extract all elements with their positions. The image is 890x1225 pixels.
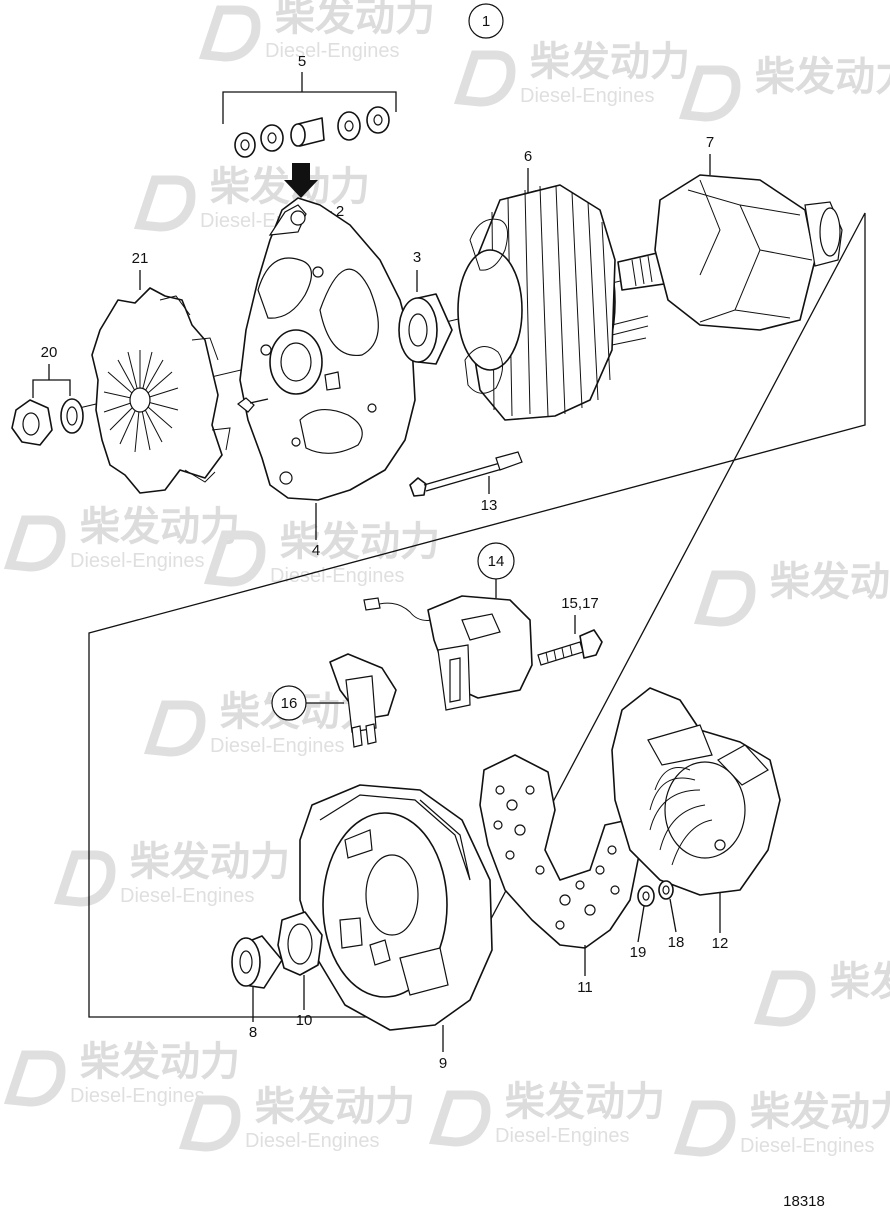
callout-19-label: 19 [630,944,647,961]
small-screw [237,397,269,413]
part-9-slip-ring-end-shield: 9 [299,784,493,1072]
watermark-brand-en: Diesel-Engines [245,1130,380,1152]
part-19-washer: 19 [630,885,655,961]
part-13-through-bolt: 13 [409,451,523,514]
watermark-brand-cn: 柴发动力 [280,519,440,565]
part-10-clamp-ring: 10 [277,911,323,1029]
figure-number: 18318 [783,1193,825,1210]
part-20-nut-washer: 20 [11,344,84,446]
watermark-brand-cn: 柴发动力 [750,1089,890,1135]
watermark-logo: 柴发动力 Diesel-Engines [203,519,440,587]
callout-21-label: 21 [132,250,149,267]
watermark-brand-en: Diesel-Engines [740,1135,875,1157]
watermark-brand-cn: 柴发动力 [80,504,240,550]
part-12-cover: 12 [611,687,781,952]
callout-7-label: 7 [706,134,714,151]
watermark-brand-en: Diesel-Engines [210,735,345,757]
part-2-drive-end-shield: 2 4 [239,197,416,559]
callout-4-label: 4 [312,542,320,559]
watermark-logo: 柴发动力 Diesel-Engines [453,39,690,107]
watermark-logo: 柴发动力 Diesel-Engines [143,689,380,757]
callout-3-label: 3 [413,249,421,266]
callout-5-label: 5 [298,53,306,70]
callout-2-label: 2 [336,203,344,220]
callout-20-label: 20 [41,344,58,361]
watermark-logo: 柴发动力 Diesel-Engines [428,1079,665,1147]
watermark-brand-cn: 柴发动力 [505,1079,665,1125]
part-3-ball-bearing: 3 [398,249,453,365]
watermark-brand-cn: 柴发动力 [755,54,890,100]
watermark-brand-cn: 柴发动力 [255,1084,415,1130]
part-18-washer: 18 [658,880,685,951]
watermark-logo: 柴发动力 Diesel-Engines [673,1089,890,1157]
watermark-brand-cn: 柴发动力 [80,1039,240,1085]
watermark-brand-en: Diesel-Engines [520,85,655,107]
watermark-brand-cn: 柴发动力 [210,164,370,210]
watermark-brand-cn: 柴发动力 [830,959,890,1005]
watermark-logo: 柴发动力 Diesel-Engines [178,1084,415,1152]
callout-1: 1 [468,3,504,39]
callout-16-label: 16 [281,695,298,712]
callout-6-label: 6 [524,148,532,165]
watermark-logo: 柴发动力 Diesel-Engines [3,1039,240,1107]
watermark-brand-en: Diesel-Engines [265,40,400,62]
callout-10-label: 10 [296,1012,313,1029]
part-6-stator: 6 [457,148,649,421]
part-21-fan: 21 [91,250,231,494]
watermark-brand-en: Diesel-Engines [70,550,205,572]
watermark-logo: 柴发动力 [753,959,890,1027]
callout-12-label: 12 [712,935,729,952]
watermark-logo: 柴发动力 Diesel-Engines [198,0,435,62]
part-8-ball-bearing: 8 [231,935,283,1041]
callout-8-label: 8 [249,1024,257,1041]
insert-arrow-icon [284,163,318,198]
callout-15-17-label: 15,17 [561,595,599,612]
callout-1-label: 1 [482,13,490,30]
watermark-brand-cn: 柴发动力 [130,839,290,885]
callout-18-label: 18 [668,934,685,951]
part-7-rotor: 7 [617,134,843,331]
part-16-brush-holder: 16 [271,653,397,748]
watermark-brand-en: Diesel-Engines [70,1085,205,1107]
watermark-brand-en: Diesel-Engines [270,565,405,587]
watermark-logo: 柴发动力 [678,54,890,122]
callout-14-label: 14 [488,553,505,570]
part-5-bearing-kit: 5 [222,53,397,158]
watermark-brand-en: Diesel-Engines [120,885,255,907]
watermark-brand-cn: 柴发动力 [530,39,690,85]
watermark-brand-cn: 柴发动力 [275,0,435,40]
watermark-brand-cn: 柴发动力 [770,559,890,605]
watermark-logo: 柴发动力 Diesel-Engines [53,839,290,907]
watermark-logo: 柴发动力 [693,559,890,627]
watermark-brand-en: Diesel-Engines [495,1125,630,1147]
part-15-17-screw: 15,17 [537,595,603,666]
callout-13-label: 13 [481,497,498,514]
watermark-logo: 柴发动力 Diesel-Engines [3,504,240,572]
callout-9-label: 9 [439,1055,447,1072]
part-14-voltage-regulator: 14 [363,542,533,711]
callout-11-label: 11 [577,979,593,996]
